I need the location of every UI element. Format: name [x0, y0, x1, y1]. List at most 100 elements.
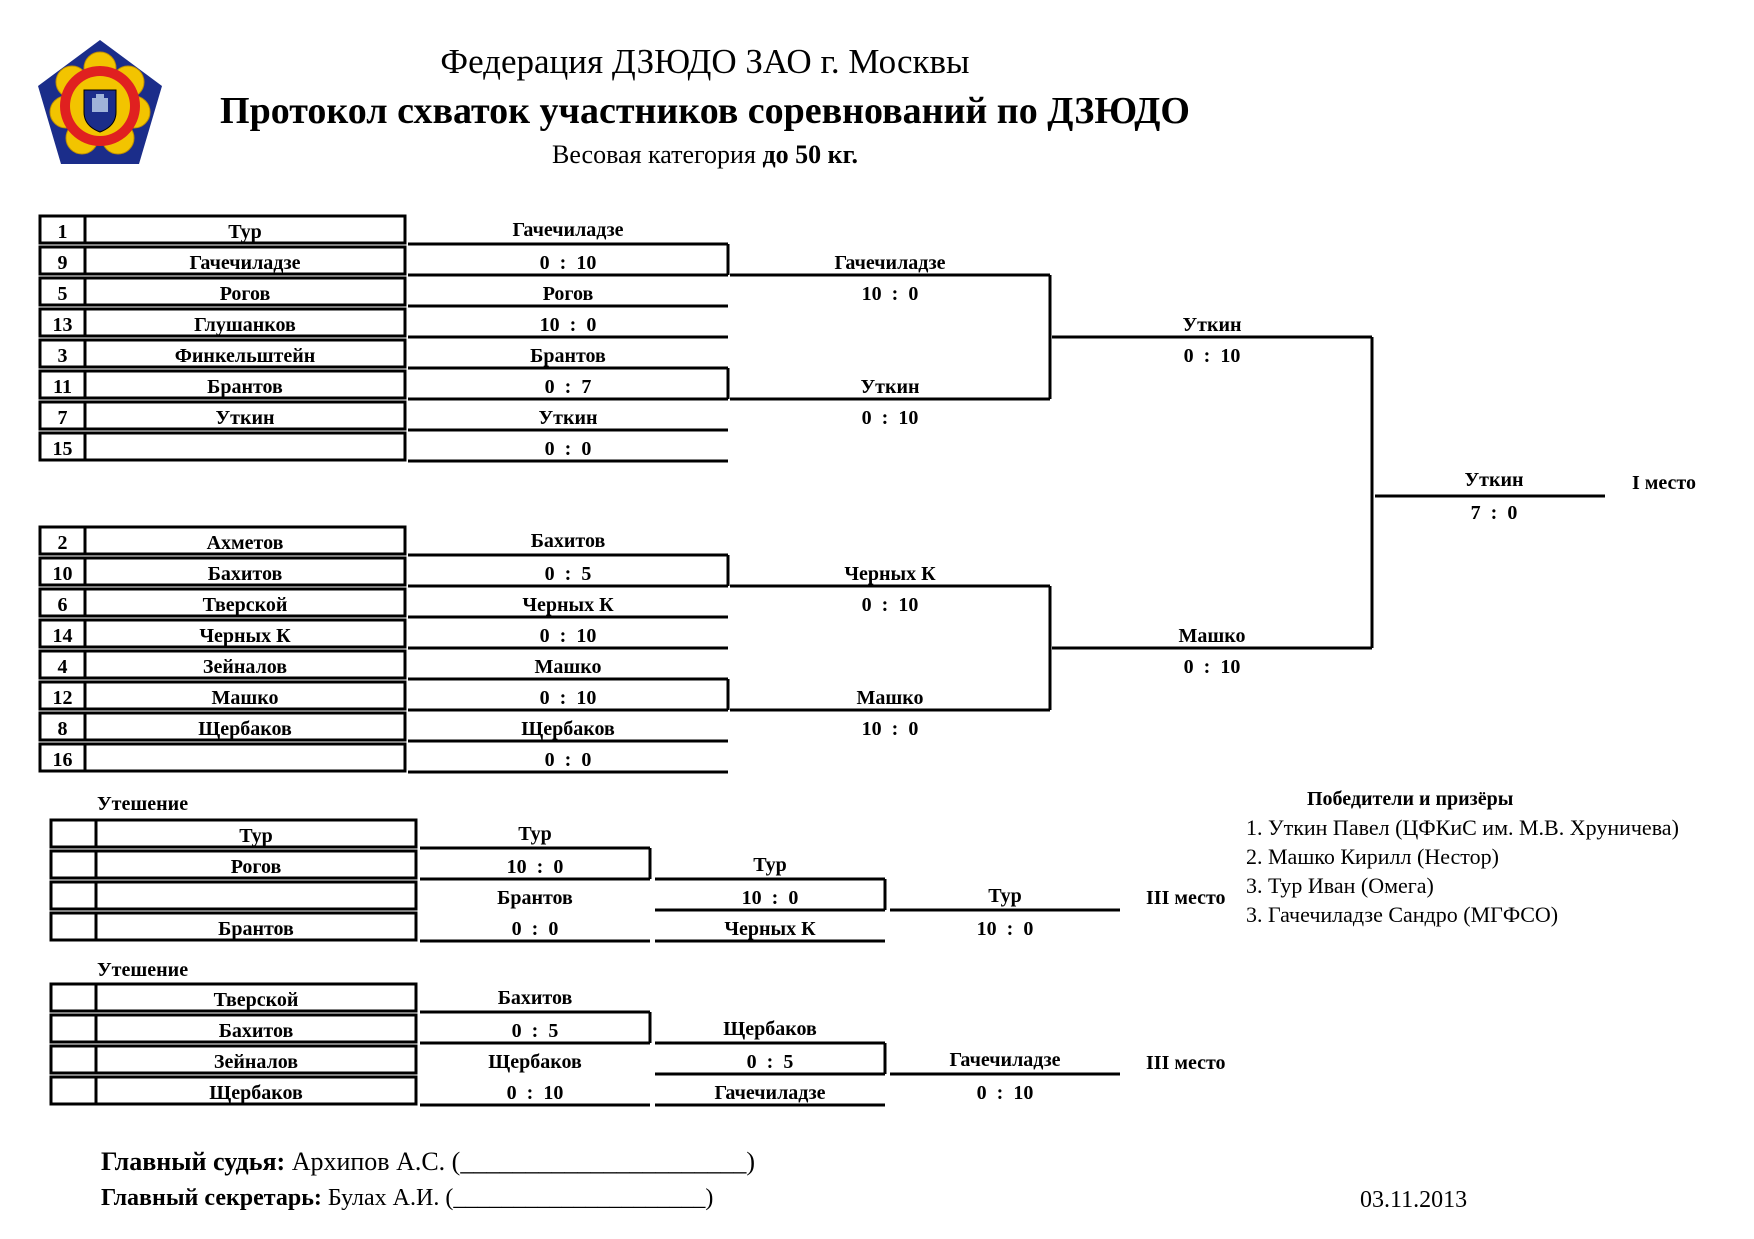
page-title: Протокол схваток участников соревнований… — [220, 90, 1190, 132]
bout-score: 0 : 10 — [1183, 345, 1241, 367]
seed-number: 13 — [52, 314, 73, 336]
seed-name-cell — [94, 1013, 418, 1044]
bout-winner: Черных К — [844, 563, 936, 585]
seed-name: Тверской — [213, 989, 299, 1011]
bout-winner: Бахитов — [497, 987, 573, 1009]
seed-number: 1 — [57, 221, 68, 243]
weight-category-label: Весовая категория — [552, 140, 763, 169]
seed-name-cell — [83, 711, 407, 742]
seed-number: 12 — [52, 687, 73, 709]
bout-score: 10 : 0 — [539, 314, 597, 336]
seed-name-cell — [83, 649, 407, 680]
seed-number-cell — [49, 1044, 98, 1075]
seed-name-cell — [83, 400, 407, 431]
seed-name: Черных К — [199, 625, 291, 647]
seed-name: Рогов — [219, 283, 271, 305]
bout-winner: Уткин — [1464, 469, 1524, 491]
seed-number: 4 — [57, 656, 68, 678]
bout-score: 0 : 10 — [506, 1082, 564, 1104]
winner-entry: 1. Уткин Павел (ЦФКиС им. М.В. Хруничева… — [1246, 815, 1679, 840]
bout-winner: Гачечиладзе — [714, 1082, 826, 1104]
seed-number: 5 — [57, 283, 68, 305]
bout-winner: Рогов — [542, 283, 594, 305]
bout-winner: Брантов — [530, 345, 606, 367]
bout-winner: Гачечиладзе — [512, 219, 624, 241]
seed-number-cell — [49, 982, 98, 1013]
bout-winner: Щербаков — [521, 718, 615, 740]
winners-title: Победители и призёры — [1307, 788, 1514, 810]
seed-name-cell — [83, 369, 407, 400]
seed-number: 8 — [57, 718, 68, 740]
bout-score: 0 : 10 — [976, 1082, 1034, 1104]
bout-score: 10 : 0 — [741, 887, 799, 909]
chief-secretary-line: Главный секретарь: Булах А.И. (_________… — [101, 1186, 713, 1210]
bout-score: 0 : 5 — [544, 563, 592, 585]
place-label: III место — [1146, 1052, 1226, 1074]
bout-score: 0 : 0 — [544, 749, 592, 771]
bout-winner: Уткин — [860, 376, 920, 398]
seed-name: Тур — [228, 221, 262, 243]
bout-score: 0 : 10 — [539, 687, 597, 709]
seed-name-cell — [94, 1044, 418, 1075]
weight-category: Весовая категория до 50 кг. — [0, 142, 1410, 168]
bout-winner: Машко — [856, 687, 924, 709]
seed-number: 6 — [57, 594, 68, 616]
seed-name-cell — [83, 525, 407, 556]
bout-winner: Уткин — [538, 407, 598, 429]
seed-name: Машко — [211, 687, 279, 709]
bout-score: 0 : 5 — [746, 1051, 794, 1073]
bout-winner: Тур — [988, 885, 1022, 907]
seed-number-cell — [49, 911, 98, 942]
seed-number: 11 — [53, 376, 72, 398]
seed-number-cell — [49, 1075, 98, 1106]
seed-number-cell — [49, 1013, 98, 1044]
winner-entry: 2. Машко Кирилл (Нестор) — [1246, 844, 1499, 869]
bout-score: 0 : 5 — [511, 1020, 559, 1042]
bout-score: 0 : 10 — [539, 625, 597, 647]
seed-name: Брантов — [207, 376, 283, 398]
repechage-label: Утешение — [97, 959, 189, 981]
chief-secretary-value: Булах А.И. (_____________________) — [321, 1185, 714, 1211]
bout-score: 0 : 10 — [861, 594, 919, 616]
place-label: III место — [1146, 887, 1226, 909]
seed-name-cell — [83, 214, 407, 245]
seed-name-cell — [83, 618, 407, 649]
seed-name-cell — [94, 818, 418, 849]
seed-name: Бахитов — [218, 1020, 294, 1042]
seed-name-cell — [94, 982, 418, 1013]
weight-category-value: до 50 кг. — [762, 140, 858, 169]
seed-name-cell — [83, 307, 407, 338]
bout-winner: Бахитов — [530, 530, 606, 552]
seed-name: Уткин — [215, 407, 275, 429]
bout-winner: Тур — [518, 823, 552, 845]
judo-federation-emblem-icon — [38, 40, 162, 164]
seed-name-cell — [83, 587, 407, 618]
seed-name-cell — [83, 431, 407, 462]
seed-name: Зейналов — [202, 656, 288, 678]
seed-number: 14 — [52, 625, 73, 647]
seed-name-cell — [94, 849, 418, 880]
seed-number: 7 — [57, 407, 68, 429]
seed-name: Глушанков — [194, 314, 296, 336]
bout-winner: Брантов — [497, 887, 573, 909]
seed-name: Щербаков — [198, 718, 292, 740]
bout-score: 0 : 10 — [1183, 656, 1241, 678]
bout-score: 10 : 0 — [861, 718, 919, 740]
seed-name: Брантов — [218, 918, 294, 940]
winner-entry: 3. Тур Иван (Омега) — [1246, 873, 1434, 898]
seed-name: Щербаков — [209, 1082, 303, 1104]
bout-winner: Тур — [753, 854, 787, 876]
seed-name-cell — [94, 880, 418, 911]
seed-name-cell — [83, 680, 407, 711]
bout-score: 0 : 7 — [544, 376, 592, 398]
bout-winner: Щербаков — [723, 1018, 817, 1040]
place-label: I место — [1632, 472, 1696, 494]
seed-number: 16 — [52, 749, 73, 771]
seed-number: 10 — [52, 563, 73, 585]
chief-judge-value: Архипов А.С. (______________________) — [285, 1147, 756, 1176]
federation-title: Федерация ДЗЮДО ЗАО г. Москвы — [440, 42, 970, 81]
seed-number-cell — [49, 818, 98, 849]
seed-name-cell — [83, 742, 407, 773]
seed-name-cell — [94, 1075, 418, 1106]
